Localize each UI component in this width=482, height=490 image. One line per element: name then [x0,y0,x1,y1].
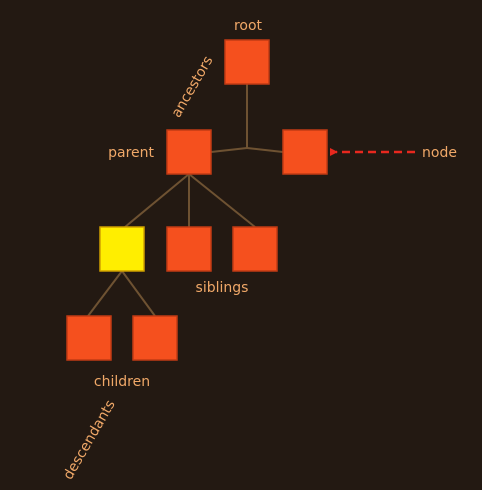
sibling-node-1 [166,226,212,272]
node-label: node [422,145,457,161]
edge-junction-node [246,147,284,153]
selected-child-node [99,226,145,272]
current-node [282,129,328,175]
descendants-label: descendants [60,397,118,482]
sibling-node-2 [232,226,278,272]
edge-selected-grandchild-2 [121,270,156,317]
tree-edges [87,84,284,317]
edge-parent-child-3 [188,173,256,228]
parent-node [166,129,212,175]
root-node [224,39,270,85]
root-label: root [234,18,263,34]
edge-parent-junction [210,147,248,153]
edge-selected-grandchild-1 [87,270,123,317]
siblings-label: siblings [196,280,249,296]
tree-nodes [66,39,328,361]
grandchild-node-2 [132,315,178,361]
ancestors-label: ancestors [169,53,217,120]
edge-parent-child-1 [124,173,190,228]
children-label: children [94,374,150,390]
grandchild-node-1 [66,315,112,361]
parent-label: parent [108,145,154,161]
